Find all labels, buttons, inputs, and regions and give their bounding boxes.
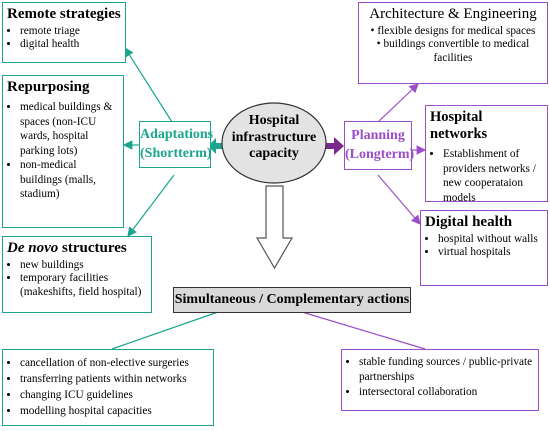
adaptations-label: Adaptations [140, 127, 214, 142]
arrow-to-arch [377, 83, 419, 123]
line-to-left-actions [111, 311, 219, 350]
list-item: virtual hospitals [438, 246, 543, 259]
list-item: Establishment of providers networks / ne… [443, 147, 543, 205]
left-actions-box: cancellation of non-elective surgeries t… [2, 349, 214, 426]
remote-strategies-box: Remote strategies remote triage digital … [2, 2, 126, 63]
list-item: remote triage [20, 25, 121, 38]
arrow-to-digital [377, 174, 421, 225]
architecture-box: Architecture & Engineering flexible desi… [358, 2, 548, 84]
planning-box: Planning (Longterm) [344, 121, 415, 170]
denovo-title-rest: structures [58, 240, 127, 256]
arrow-to-denovo [127, 174, 175, 237]
right-actions-box: stable funding sources / public-private … [341, 349, 539, 411]
architecture-title: Architecture & Engineering [369, 6, 537, 22]
hospital-networks-box: Hospital networks Establishment of provi… [425, 105, 548, 205]
list-item: hospital without walls [438, 233, 543, 246]
list-item: stable funding sources / public-private … [359, 355, 534, 385]
denovo-title-italic: De novo [7, 240, 59, 256]
hospital-networks-title: Hospital networks [430, 109, 488, 142]
planning-sublabel: (Longterm) [345, 147, 415, 162]
down-arrow [255, 185, 294, 270]
list-item: intersectoral collaboration [359, 385, 534, 400]
list-item: buildings convertible to medical facilit… [363, 38, 543, 65]
planning-label: Planning [351, 128, 405, 143]
adaptations-sublabel: (Shortterm) [140, 146, 212, 161]
remote-strategies-title: Remote strategies [7, 6, 121, 22]
list-item: digital health [20, 38, 121, 51]
adaptations-block-arrow [208, 138, 224, 154]
planning-block-arrow [324, 137, 344, 155]
arrow-to-remote [124, 46, 173, 123]
repurposing-box: Repurposing medical buildings & spaces (… [2, 75, 124, 228]
denovo-box: De novo structures new buildings tempora… [2, 236, 152, 313]
list-item: temporary facilities (makeshifts, field … [20, 272, 147, 299]
digital-health-title: Digital health [425, 214, 513, 230]
adaptations-box: Adaptations (Shortterm) [139, 121, 214, 168]
list-item: non-medical buildings (malls, stadium) [20, 158, 119, 202]
simultaneous-label: Simultaneous / Complementary actions [174, 292, 410, 307]
list-item: cancellation of non-elective surgeries [20, 355, 209, 371]
center-ellipse [221, 102, 327, 184]
list-item: flexible designs for medical spaces [363, 25, 543, 38]
list-item: modelling hospital capacities [20, 403, 209, 419]
repurposing-title: Repurposing [7, 79, 90, 95]
center-line: infrastructure [231, 129, 317, 145]
list-item: transferring patients within networks [20, 371, 209, 387]
simultaneous-box: Simultaneous / Complementary actions [173, 287, 411, 313]
center-line: Hospital [248, 113, 300, 128]
list-item: medical buildings & spaces (non-ICU ward… [20, 100, 119, 158]
digital-health-box: Digital health hospital without walls vi… [420, 210, 548, 286]
line-to-right-actions [301, 311, 426, 350]
center-line: capacity [249, 146, 299, 161]
list-item: changing ICU guidelines [20, 387, 209, 403]
center-label: Hospital infrastructure capacity [222, 113, 326, 163]
denovo-title: De novo structures [7, 240, 147, 257]
list-item: new buildings [20, 259, 147, 272]
